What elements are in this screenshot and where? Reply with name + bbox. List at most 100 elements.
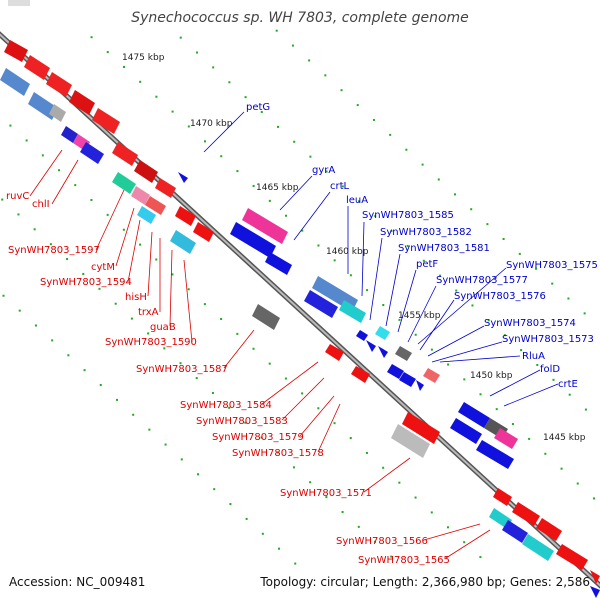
guide-dot: [252, 184, 255, 187]
gene-label-RluA: RluA: [522, 351, 545, 362]
gene-block: [375, 326, 390, 340]
gene-label-1575: SynWH7803_1575: [506, 260, 598, 271]
gene-block: [80, 142, 104, 164]
guide-dot: [195, 377, 198, 380]
gene-block: [131, 186, 150, 205]
guide-dot: [455, 289, 458, 292]
guide-dot: [349, 437, 352, 440]
guide-dot: [236, 170, 239, 173]
guide-dot: [463, 378, 466, 381]
guide-dot: [560, 467, 563, 470]
guide-dot: [341, 185, 344, 188]
guide-dot: [536, 363, 539, 366]
guide-dot: [551, 282, 554, 285]
gene-block: [252, 304, 280, 330]
guide-dot: [139, 80, 142, 83]
guide-dot: [479, 393, 482, 396]
guide-dot: [366, 289, 369, 292]
guide-dot: [147, 332, 150, 335]
guide-dot: [211, 391, 214, 394]
guide-dot: [502, 237, 505, 240]
gene-label-1577: SynWH7803_1577: [436, 275, 528, 286]
gene-block: [493, 488, 512, 506]
guide-dot: [228, 81, 231, 84]
gene-block: [423, 368, 440, 383]
gene-block: [4, 40, 28, 62]
guide-dot: [430, 511, 433, 514]
guide-dot: [244, 96, 247, 99]
gene-label-1578: SynWH7803_1578: [232, 448, 324, 459]
gene-label-chlI: chlI: [32, 199, 50, 210]
gene-label-crtE: crtE: [558, 379, 578, 390]
gene-label-1576: SynWH7803_1576: [454, 291, 546, 302]
guide-dot: [567, 297, 570, 300]
guide-dot: [309, 481, 312, 484]
guide-dot: [365, 451, 368, 454]
gene-block: [387, 364, 404, 379]
gene-block: [46, 72, 72, 97]
guide-dot: [187, 288, 190, 291]
gene-label-1585: SynWH7803_1585: [362, 210, 454, 221]
guide-dot: [17, 213, 20, 216]
guide-dot: [228, 406, 231, 409]
forward-labels: petG gyrA crtL leuA SynWH7803_1585 SynWH…: [203, 102, 598, 407]
guide-dot: [212, 66, 215, 69]
guide-dot: [245, 517, 248, 520]
guide-dot: [130, 317, 133, 320]
gene-label-1565: SynWH7803_1565: [358, 555, 450, 566]
guide-dot: [325, 496, 328, 499]
reverse-strand-features: [0, 40, 588, 570]
gene-block: [0, 68, 30, 96]
guide-dot: [583, 312, 586, 315]
guide-dot: [155, 95, 158, 98]
guide-dot: [487, 319, 490, 322]
guide-dot: [244, 421, 247, 424]
gene-label-1582: SynWH7803_1582: [380, 227, 472, 238]
guide-dot: [520, 349, 523, 352]
guide-dot: [132, 413, 135, 416]
guide-dot: [293, 140, 296, 143]
guide-dot: [148, 428, 151, 431]
guide-dot: [74, 184, 77, 187]
guide-dot: [285, 214, 288, 217]
guide-dot: [576, 482, 579, 485]
gene-block: [356, 330, 368, 341]
gene-label-1573: SynWH7803_1573: [502, 334, 594, 345]
guide-dot: [195, 51, 198, 54]
guide-dot: [220, 318, 223, 321]
guide-dot: [99, 384, 102, 387]
guide-dot: [301, 229, 304, 232]
guide-dot: [155, 258, 158, 261]
guide-dot: [568, 393, 571, 396]
guide-dot: [268, 362, 271, 365]
guide-dot: [284, 377, 287, 380]
gene-label-1566: SynWH7803_1566: [336, 536, 428, 547]
gene-block: [458, 402, 490, 428]
gene-label-1597: SynWH7803_1597: [8, 245, 100, 256]
gene-label-leuA: leuA: [346, 195, 368, 206]
guide-dot: [357, 525, 360, 528]
gene-label-folD: folD: [540, 364, 560, 375]
gene-label-petF: petF: [416, 259, 438, 270]
guide-dot: [382, 466, 385, 469]
guide-dot: [439, 274, 442, 277]
guide-dot: [2, 294, 5, 297]
gene-block: [556, 544, 588, 570]
guide-dot: [203, 303, 206, 306]
gene-label-1583: SynWH7803_1583: [196, 416, 288, 427]
guide-dot: [486, 223, 489, 226]
guide-dot: [356, 104, 359, 107]
guide-dot: [115, 398, 118, 401]
guide-dot: [291, 44, 294, 47]
guide-dot: [260, 111, 263, 114]
guide-dot: [49, 243, 52, 246]
gene-label-1571: SynWH7803_1571: [280, 488, 372, 499]
gene-block: [92, 108, 120, 134]
tick-label-1460: 1460 kbp: [326, 247, 369, 257]
guide-dots: [1, 29, 595, 565]
forward-strand-features: [178, 172, 518, 469]
gene-label-guaB: guaB: [150, 322, 176, 333]
gene-block: [49, 104, 66, 122]
guide-dot: [340, 89, 343, 92]
